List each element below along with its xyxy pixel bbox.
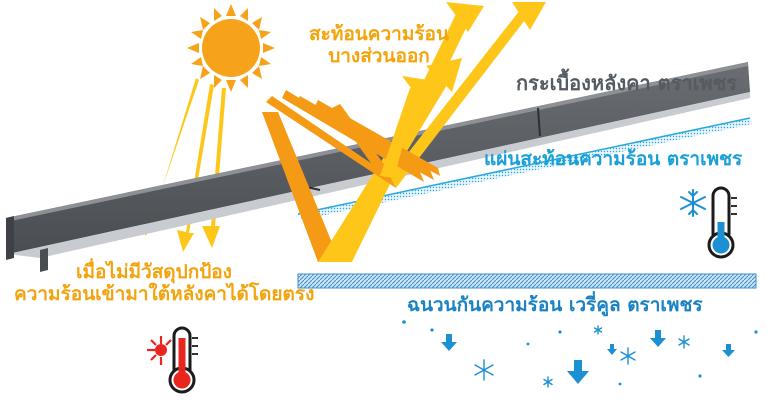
incoming-heat-arrows <box>144 78 226 252</box>
no-protection-label-line2: ความร้อนเข้ามาใต้หลังคาได้โดยตรง <box>14 282 315 305</box>
arrow-down-icon <box>441 330 735 384</box>
sun-icon <box>187 4 275 92</box>
insulation-label: ฉนวนกันความร้อน เวรี่คูล ตราเพชร <box>407 294 703 316</box>
roof-tile-label: กระเบื้องหลังคา ตราเพชร <box>516 71 737 95</box>
thermometer-hot-icon <box>147 326 198 394</box>
cold-area-decor <box>402 320 758 388</box>
reflected-heat-arrows <box>262 2 546 262</box>
reflect-heat-label-line2: บางส่วนออก <box>328 44 430 67</box>
reflective-sheet-label: แผ่นสะท้อนความร้อน ตราเพชร <box>484 148 743 170</box>
thermometer-cold-icon <box>680 186 737 259</box>
reflect-heat-label: สะท้อนความร้อน บางส่วนออก <box>300 23 458 68</box>
snowflake-icon <box>680 189 706 217</box>
insulation-layer <box>297 273 757 289</box>
no-protection-label-line1: เมื่อไม่มีวัสดุปกป้อง <box>76 261 232 283</box>
no-protection-label: เมื่อไม่มีวัสดุปกป้อง ความร้อนเข้ามาใต้ห… <box>14 261 315 306</box>
snowflake-icon <box>474 325 690 388</box>
reflect-heat-label-line1: สะท้อนความร้อน <box>309 23 449 45</box>
